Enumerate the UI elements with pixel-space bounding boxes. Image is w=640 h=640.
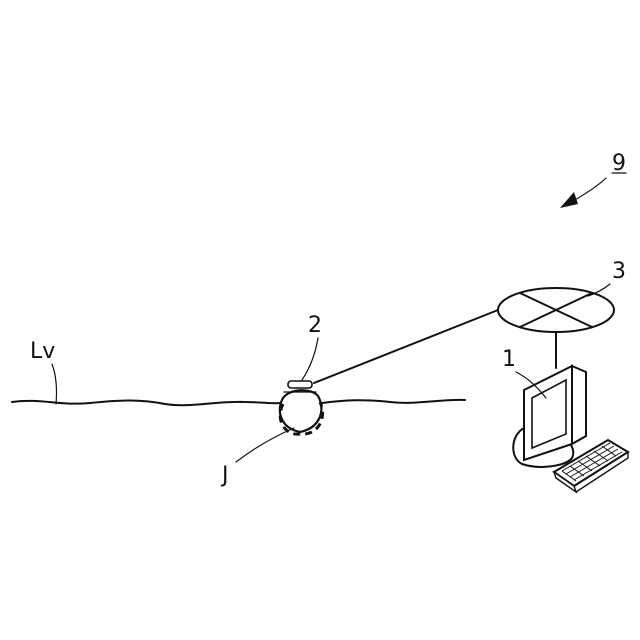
region-leader xyxy=(236,428,294,462)
float-body xyxy=(280,390,322,432)
label-computer: 1 xyxy=(502,347,516,372)
label-float-device: 2 xyxy=(308,313,322,338)
float-cap xyxy=(288,381,312,388)
float-device xyxy=(280,381,323,434)
system-reference: 9 xyxy=(560,151,626,208)
label-region: J xyxy=(220,463,229,488)
water-level-leader xyxy=(52,364,57,404)
label-water-level: Lv xyxy=(30,339,55,364)
communication-link xyxy=(314,310,498,383)
system-arrow-head xyxy=(560,192,578,208)
label-antenna: 3 xyxy=(612,259,626,284)
float-device-leader xyxy=(302,338,318,380)
monitor-side xyxy=(572,366,586,444)
label-system: 9 xyxy=(612,151,626,176)
water-surface-line xyxy=(12,400,465,405)
computer xyxy=(513,366,628,492)
